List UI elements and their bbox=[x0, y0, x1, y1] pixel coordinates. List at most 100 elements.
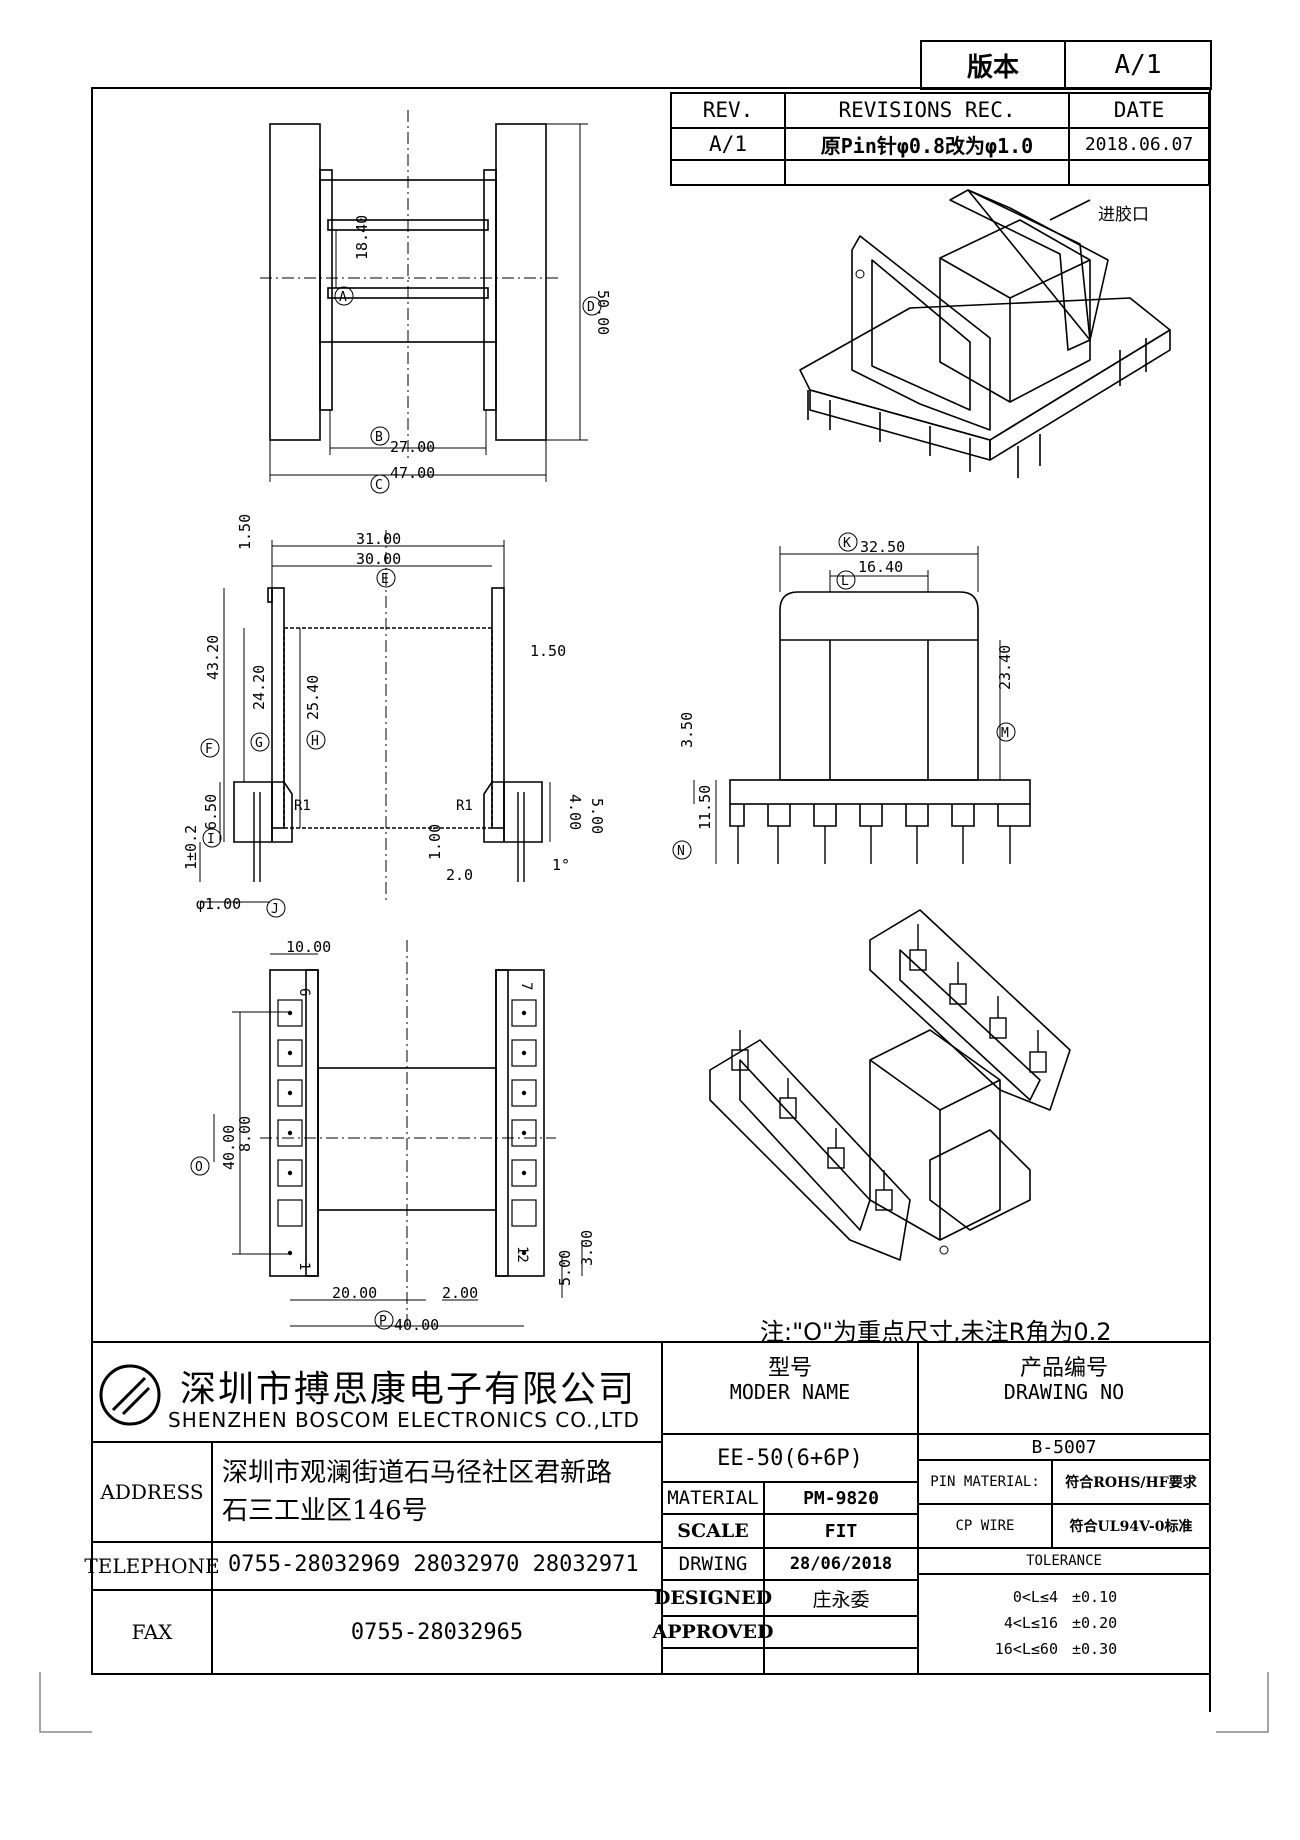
tolerance-range: 0<L≤4 bbox=[1012, 1588, 1058, 1606]
tolerance-list: 0<L≤4 ±0.10 4<L≤16 ±0.20 16<L≤60 ±0.30 bbox=[918, 1584, 1210, 1662]
dim-a: 18.40 bbox=[353, 215, 371, 260]
mark-m: M bbox=[1001, 726, 1009, 741]
dim-l: 16.40 bbox=[858, 558, 903, 576]
mark-i: I bbox=[207, 832, 215, 847]
iso-view-top bbox=[799, 189, 1171, 478]
dim-p8: 8.00 bbox=[236, 1116, 254, 1152]
dim-w10: 10.00 bbox=[286, 938, 331, 956]
dim-f: 43.20 bbox=[204, 635, 222, 680]
date-cell-empty bbox=[1068, 159, 1210, 186]
rev-cell: A/1 bbox=[670, 126, 786, 162]
dim-e: 30.00 bbox=[356, 550, 401, 568]
dim-n: 11.50 bbox=[696, 785, 714, 830]
version-value: A/1 bbox=[1064, 40, 1212, 90]
mark-k: K bbox=[843, 536, 851, 551]
tolerance-label: TOLERANCE bbox=[1026, 1553, 1102, 1569]
dim-g: 24.20 bbox=[250, 665, 268, 710]
telephone-value: 0755-28032969 28032970 28032971 bbox=[228, 1552, 639, 1577]
dim-h5: 5.00 bbox=[588, 798, 606, 834]
scale-label: SCALE bbox=[677, 1520, 749, 1542]
drawing-label-cn: 产品编号 bbox=[1019, 1356, 1108, 1381]
dim-wall: 1.50 bbox=[530, 642, 566, 660]
dim-d5: 5.00 bbox=[556, 1250, 574, 1286]
address-line-1: 深圳市观澜街道石马径社区君新路 bbox=[222, 1458, 613, 1488]
mark-l: L bbox=[841, 574, 849, 589]
drawing-value: B-5007 bbox=[1031, 1436, 1097, 1458]
cp-wire-label: CP WIRE bbox=[955, 1518, 1015, 1534]
dim-c: 47.00 bbox=[390, 464, 435, 482]
pin-material-label: PIN MATERIAL: bbox=[930, 1474, 1040, 1490]
pin-7-label: 7 bbox=[518, 982, 534, 990]
tolerance-range: 16<L≤60 bbox=[994, 1640, 1058, 1658]
pin-material-value: 符合ROHS/HF要求 bbox=[1065, 1475, 1197, 1491]
company-name-en: SHENZHEN BOSCOM ELECTRONICS CO.,LTD bbox=[168, 1408, 640, 1432]
dim-h: 25.40 bbox=[304, 675, 322, 720]
material-value: PM-9820 bbox=[803, 1487, 879, 1509]
dim-h1: 1.00 bbox=[426, 824, 444, 860]
dim-t: 1.50 bbox=[236, 514, 254, 550]
mark-n: N bbox=[677, 844, 685, 859]
boscom-logo-icon bbox=[99, 1364, 161, 1426]
dim-pin-len: 1±0.2 bbox=[182, 825, 200, 870]
tolerance-value: ±0.30 bbox=[1072, 1640, 1118, 1658]
mark-j: J bbox=[271, 902, 279, 917]
model-value: EE-50(6+6P) bbox=[717, 1445, 863, 1471]
mark-d: D bbox=[587, 300, 595, 315]
pin-6-label: 6 bbox=[296, 988, 312, 996]
iso-view-bottom bbox=[709, 909, 1071, 1261]
side-view: 1.50 31.00 30.00 E 1.50 43.20 F 24.20 G … bbox=[182, 514, 606, 918]
pin-12-label: 12 bbox=[514, 1246, 530, 1263]
address-value: 深圳市观澜街道石马径社区君新路 石三工业区146号 bbox=[222, 1454, 612, 1530]
dim-r-left: R1 bbox=[294, 798, 311, 814]
date-cell: 2018.06.07 bbox=[1068, 126, 1210, 162]
rev-cell-empty bbox=[670, 159, 786, 186]
company-name-cn: 深圳市搏思康电子有限公司 bbox=[180, 1369, 637, 1410]
mark-c: C bbox=[375, 478, 383, 493]
dim-w-top: 31.00 bbox=[356, 530, 401, 548]
bottom-view: 10.00 40.00 O 8.00 20.00 2.00 P 40.00 5.… bbox=[190, 938, 596, 1334]
iso-callout: 进胶口 bbox=[1098, 205, 1149, 225]
material-label: MATERIAL bbox=[667, 1487, 759, 1509]
dim-d3: 3.00 bbox=[578, 1230, 596, 1266]
dim-b: 27.00 bbox=[390, 438, 435, 456]
fax-label: FAX bbox=[131, 1620, 173, 1644]
dim-q2: 2.00 bbox=[442, 1284, 478, 1302]
drawing-label-en: DRAWING NO bbox=[1003, 1380, 1125, 1404]
dim-r-right: R1 bbox=[456, 798, 473, 814]
dim-p: 40.00 bbox=[394, 1316, 439, 1334]
left-flange bbox=[269, 123, 321, 441]
pin-1-label: 1 bbox=[296, 1262, 312, 1270]
approved-value bbox=[764, 1616, 918, 1648]
model-label-en: MODER NAME bbox=[729, 1380, 851, 1404]
mark-h: H bbox=[311, 734, 319, 749]
dim-m: 23.40 bbox=[996, 645, 1014, 690]
rev-header: REV. bbox=[670, 92, 786, 129]
dim-o: 40.00 bbox=[220, 1125, 238, 1170]
right-flange bbox=[495, 123, 547, 441]
scale-value: FIT bbox=[824, 1520, 858, 1542]
tolerance-row: 16<L≤60 ±0.30 bbox=[918, 1636, 1210, 1662]
version-box: 版本 A/1 bbox=[920, 40, 1212, 90]
mark-e: E bbox=[381, 572, 389, 587]
designed-label: DESIGNED bbox=[653, 1587, 773, 1609]
revision-cell: 原Pin针φ0.8改为φ1.0 bbox=[784, 126, 1070, 162]
address-label: ADDRESS bbox=[100, 1480, 204, 1504]
dim-d: 50.00 bbox=[594, 290, 612, 335]
mark-b: B bbox=[375, 430, 383, 445]
dim-pin-d: φ1.00 bbox=[196, 895, 241, 913]
mark-a: A bbox=[339, 290, 347, 305]
tolerance-value: ±0.10 bbox=[1072, 1588, 1118, 1606]
drwing-label: DRWING bbox=[678, 1553, 748, 1575]
title-block-grid bbox=[92, 1341, 1210, 1674]
tolerance-value: ±0.20 bbox=[1072, 1614, 1118, 1632]
dim-k: 32.50 bbox=[860, 538, 905, 556]
dim-ang: 1° bbox=[552, 856, 570, 874]
revision-table: REV. REVISIONS REC. DATE A/1 原Pin针φ0.8改为… bbox=[670, 92, 1210, 186]
drwing-value: 28/06/2018 bbox=[789, 1554, 893, 1574]
tolerance-row: 4<L≤16 ±0.20 bbox=[918, 1610, 1210, 1636]
dim-off2: 2.0 bbox=[446, 866, 473, 884]
top-view: 18.40 A 50.00 D B 27.00 C 47.00 bbox=[260, 110, 612, 494]
version-label: 版本 bbox=[920, 40, 1066, 90]
approved-label: APPROVED bbox=[652, 1621, 774, 1643]
